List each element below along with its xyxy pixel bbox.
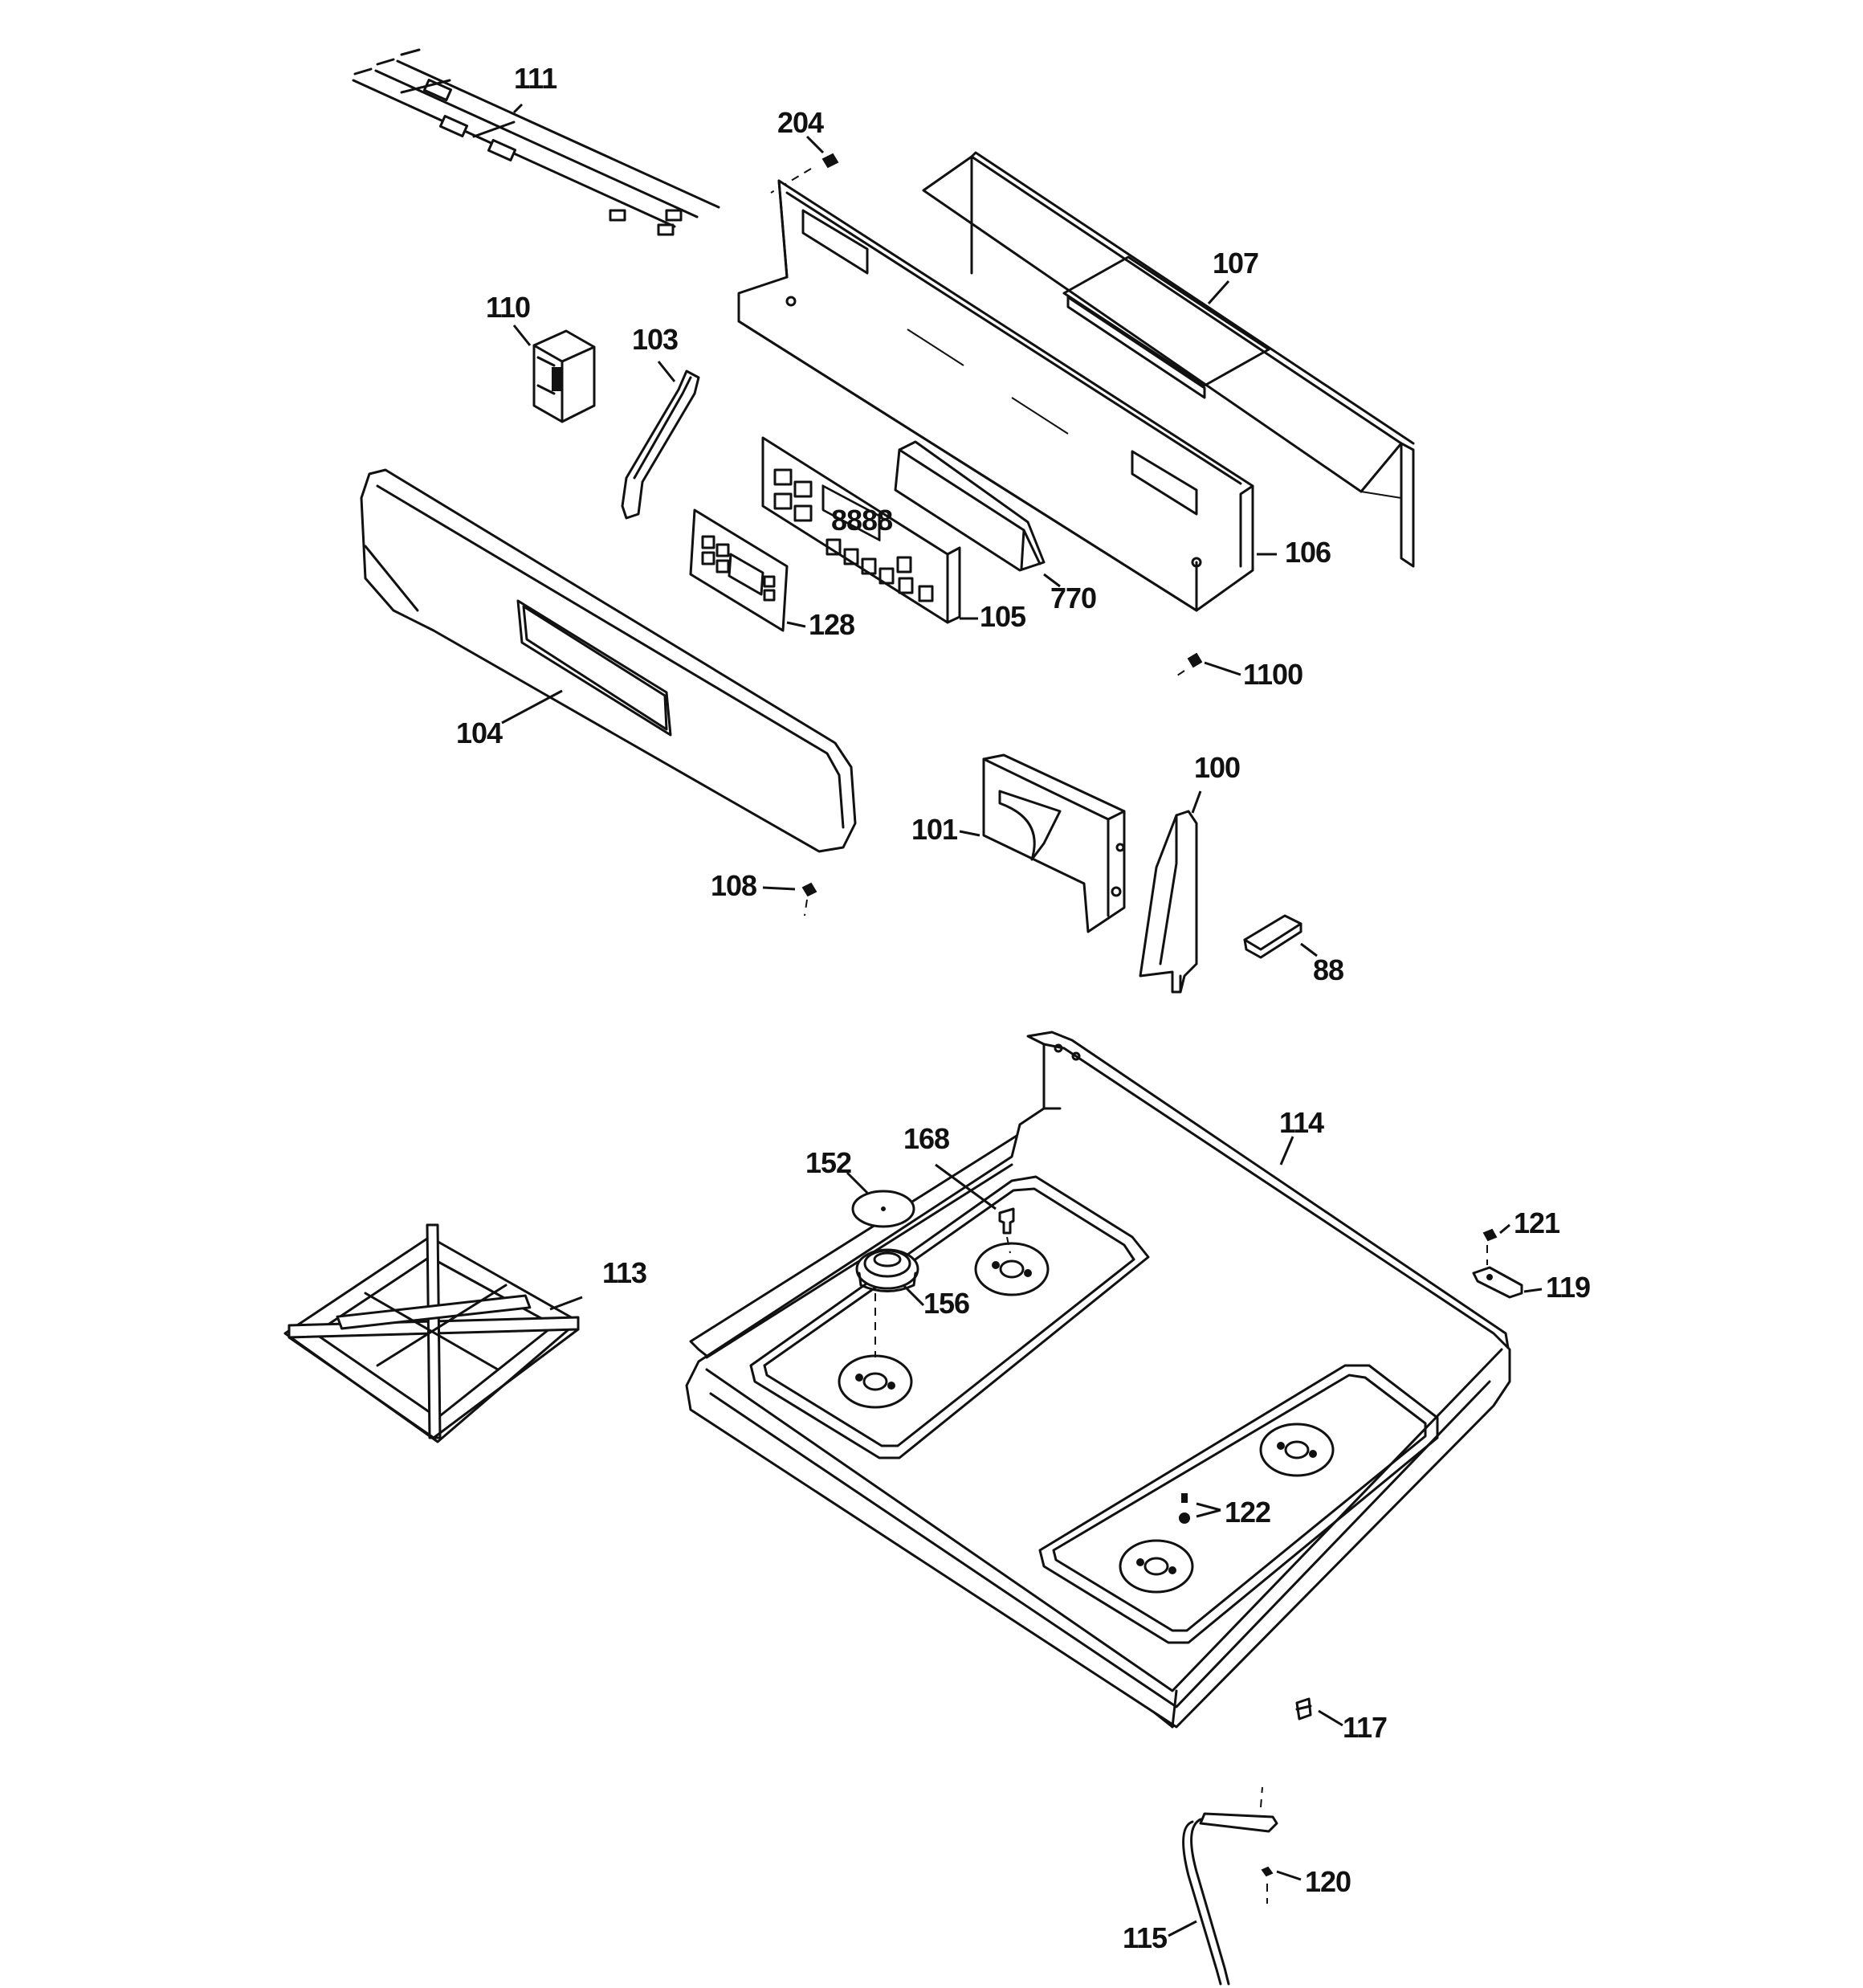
leader-101 [959,830,980,837]
label-103: 103 [632,323,678,356]
burner-port-left-rear [974,1242,1050,1296]
label-1100: 1100 [1243,658,1302,691]
leader-103 [657,361,676,382]
part-168-orifice[interactable] [998,1207,1015,1254]
part-204-screw[interactable] [770,153,839,194]
label-114: 114 [1279,1106,1324,1139]
leader-107 [1207,280,1230,304]
leader-100 [1191,790,1202,814]
label-121: 121 [1514,1206,1560,1239]
leader-1100 [1204,661,1241,676]
label-101: 101 [911,813,958,846]
label-156: 156 [923,1287,969,1320]
label-204: 204 [777,106,824,139]
part-107-top-cover[interactable] [922,151,1415,568]
label-108: 108 [711,869,756,902]
part-110-relay[interactable] [532,329,596,423]
leader-117 [1318,1709,1343,1727]
part-103-bracket[interactable] [621,369,700,520]
part-120-screw[interactable] [1261,1866,1274,1904]
label-88: 88 [1313,953,1343,986]
part-104-backguard-panel[interactable] [360,468,857,853]
label-106: 106 [1285,536,1331,569]
part-105-control-board[interactable]: 8888 [761,436,961,624]
label-128: 128 [809,608,854,641]
label-152: 152 [805,1146,851,1179]
part-121-screw[interactable] [1482,1228,1498,1265]
label-770: 770 [1050,582,1096,614]
leader-204 [805,135,825,154]
part-1100-screw[interactable] [1172,652,1203,680]
leader-119 [1523,1288,1543,1293]
part-108-screw[interactable] [801,882,817,916]
part-100-side-bracket[interactable] [1139,810,1198,994]
part-122-screws[interactable] [1179,1493,1190,1524]
part-114-cooktop[interactable] [685,1031,1511,1729]
part-119-bracket[interactable] [1472,1266,1523,1299]
part-115-support-rod[interactable] [1182,1786,1278,1986]
leader-108 [762,886,796,891]
label-111: 111 [514,62,557,95]
label-122: 122 [1225,1496,1270,1529]
leader-120 [1276,1870,1302,1881]
leader-156 [902,1284,925,1307]
label-119: 119 [1546,1271,1590,1304]
part-88-clip[interactable] [1243,914,1302,959]
part-113-grate[interactable] [283,1223,580,1443]
label-120: 120 [1305,1865,1351,1898]
leader-128 [786,621,806,628]
label-113: 113 [602,1256,646,1289]
leader-122 [1196,1502,1221,1518]
label-115: 115 [1123,1921,1168,1954]
part-770-channel[interactable] [894,440,1046,572]
leader-114 [1279,1136,1294,1165]
leader-104 [501,689,563,725]
label-100: 100 [1194,751,1240,784]
leader-115 [1168,1920,1197,1937]
label-110: 110 [486,291,530,324]
part-101-shield[interactable] [982,753,1126,933]
label-117: 117 [1343,1711,1387,1744]
part-156-burner-head[interactable] [855,1248,919,1357]
leader-121 [1499,1223,1510,1235]
label-104: 104 [456,716,503,749]
leader-88 [1300,942,1318,957]
burner-port-right-rear [1259,1423,1335,1477]
leader-152 [846,1171,869,1194]
label-105: 105 [980,600,1026,633]
label-107: 107 [1213,247,1258,280]
part-117-clip[interactable] [1295,1697,1312,1721]
burner-port-right-front [1119,1539,1194,1594]
leader-111 [512,103,524,114]
leader-113 [549,1296,583,1311]
leader-168 [935,1163,997,1210]
display-clock-digits: 8888 [831,504,892,537]
label-168: 168 [903,1122,949,1155]
leader-770 [1043,573,1061,588]
part-128-overlay[interactable] [689,508,789,632]
part-106-backguard-frame[interactable] [737,179,1254,612]
leader-110 [512,325,532,346]
part-152-burner-cap[interactable] [851,1190,915,1228]
part-111-wire-harness[interactable] [352,48,720,236]
